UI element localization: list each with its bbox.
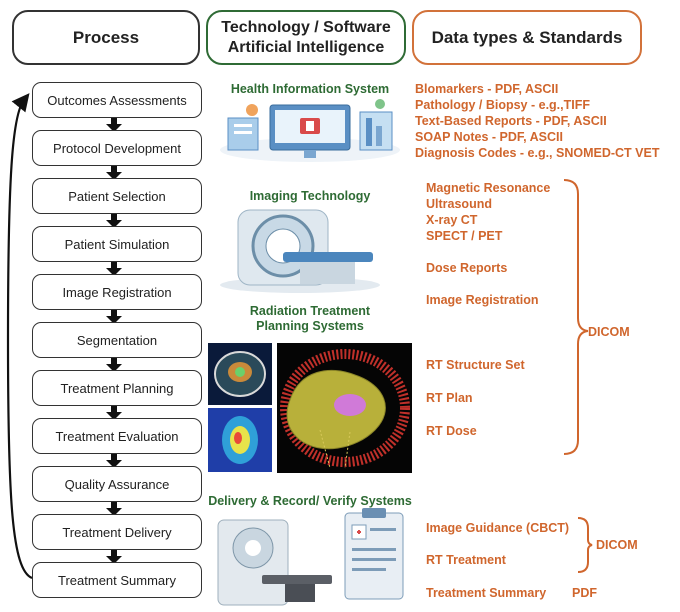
step-treatment-planning: Treatment Planning [32, 370, 202, 406]
data-diagnosis-codes: Diagnosis Codes - e.g., SNOMED-CT VET [415, 146, 660, 160]
data-dose-reports: Dose Reports [426, 261, 508, 275]
section-health-information-system: Health Information System [230, 82, 390, 96]
data-soap-notes: SOAP Notes - PDF, ASCII [415, 130, 563, 144]
data-treatment-summary: Treatment Summary [426, 586, 547, 600]
technology-header: Technology / Software Artificial Intelli… [206, 10, 406, 65]
section-rt-planning-line2: Planning Systems [256, 319, 364, 333]
data-text-reports: Text-Based Reports - PDF, ASCII [415, 114, 607, 128]
feedback-loop-arrow [6, 93, 33, 580]
data-rt-treatment: RT Treatment [426, 553, 506, 567]
step-protocol-development: Protocol Development [32, 130, 202, 166]
dicom-label: DICOM [588, 325, 630, 339]
step-label: Patient Selection [68, 188, 166, 204]
process-header: Process [12, 10, 200, 65]
treatment-planning-images [208, 343, 412, 473]
step-treatment-delivery: Treatment Delivery [32, 514, 202, 550]
step-patient-selection: Patient Selection [32, 178, 202, 214]
step-label: Quality Assurance [64, 476, 170, 492]
data-ultrasound: Ultrasound [426, 197, 492, 211]
dicom-brace-2 [577, 517, 593, 573]
data-rt-plan: RT Plan [426, 391, 473, 405]
health-information-illustration [220, 99, 400, 162]
step-label: Treatment Planning [60, 380, 174, 396]
step-arrows [106, 118, 122, 564]
data-pathology: Pathology / Biopsy - e.g.,TIFF [415, 98, 591, 112]
data-image-guidance: Image Guidance (CBCT) [426, 521, 570, 535]
data-magnetic-resonance: Magnetic Resonance [426, 181, 551, 195]
step-label: Segmentation [76, 332, 158, 348]
step-segmentation: Segmentation [32, 322, 202, 358]
step-treatment-evaluation: Treatment Evaluation [32, 418, 202, 454]
data-pdf-label: PDF [572, 586, 597, 600]
step-label: Treatment Delivery [62, 524, 172, 540]
section-imaging-technology: Imaging Technology [249, 189, 371, 203]
technology-header-line1: Technology / Software [221, 18, 391, 36]
data-types-header-label: Data types & Standards [431, 27, 623, 47]
step-label: Protocol Development [53, 140, 181, 156]
data-biomarkers: Blomarkers - PDF, ASCII [415, 82, 559, 96]
step-label: Outcomes Assessments [47, 92, 187, 108]
data-rt-dose: RT Dose [426, 424, 477, 438]
data-types-header: Data types & Standards [412, 10, 642, 65]
step-label: Treatment Summary [58, 572, 176, 588]
step-image-registration: Image Registration [32, 274, 202, 310]
dicom-brace [563, 179, 589, 455]
data-image-registration: Image Registration [426, 293, 539, 307]
step-patient-simulation: Patient Simulation [32, 226, 202, 262]
scanner-illustration [220, 209, 380, 293]
data-spect-pet: SPECT / PET [426, 229, 503, 243]
step-label: Treatment Evaluation [55, 428, 179, 444]
step-quality-assurance: Quality Assurance [32, 466, 202, 502]
step-treatment-summary: Treatment Summary [32, 562, 202, 598]
delivery-system-illustration [217, 508, 404, 606]
data-rt-structure-set: RT Structure Set [426, 358, 525, 372]
section-rt-planning-systems: Radiation Treatment Planning Systems [212, 304, 408, 334]
step-label: Patient Simulation [64, 236, 170, 252]
data-xray-ct: X-ray CT [426, 213, 478, 227]
dicom-label-2: DICOM [596, 538, 638, 552]
section-delivery-record-verify: Delivery & Record/ Verify Systems [208, 494, 412, 508]
step-label: Image Registration [62, 284, 172, 300]
section-rt-planning-line1: Radiation Treatment [249, 304, 371, 318]
step-outcomes-assessments: Outcomes Assessments [32, 82, 202, 118]
technology-header-line2: Artificial Intelligence [227, 38, 385, 56]
process-header-label: Process [72, 27, 140, 47]
